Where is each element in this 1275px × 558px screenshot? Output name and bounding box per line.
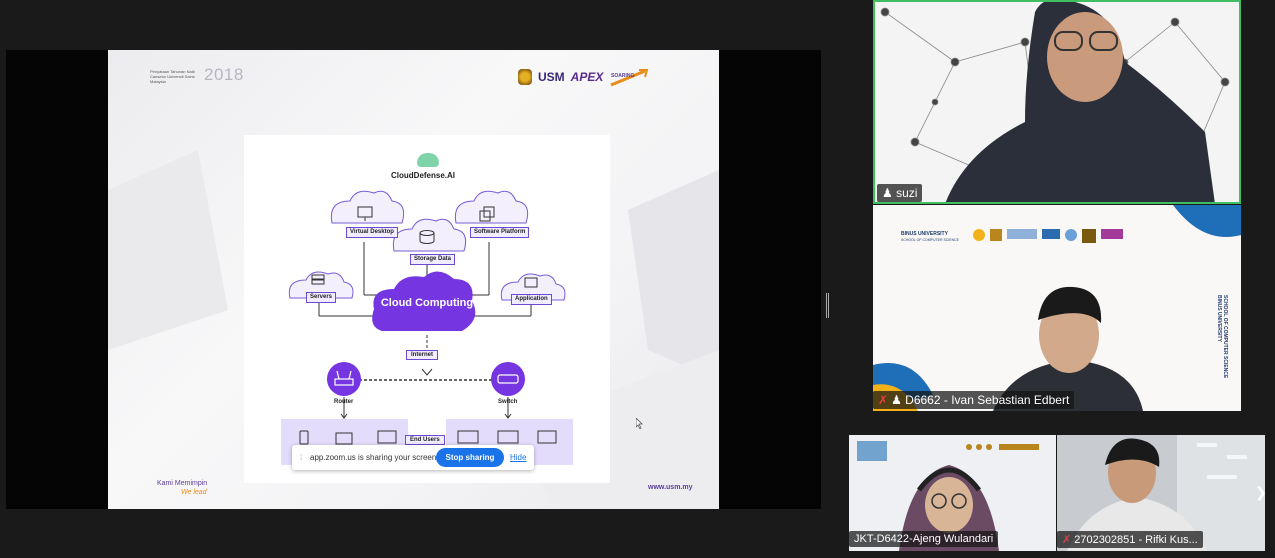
stop-sharing-button[interactable]: Stop sharing bbox=[436, 448, 504, 467]
node-end-users: End Users bbox=[405, 435, 445, 445]
video-tile-ajeng[interactable]: JKT-D6422-Ajeng Wulandari bbox=[849, 435, 1056, 551]
panel-resize-handle[interactable] bbox=[826, 293, 829, 318]
node-switch: Switch bbox=[498, 399, 518, 405]
slide-footer-left: Kami Memimpin We lead bbox=[157, 479, 207, 497]
node-storage-data: Storage Data bbox=[410, 254, 456, 265]
node-software-platform: Software Platform bbox=[470, 227, 530, 238]
diagram-brand: CloudDefense.AI bbox=[391, 171, 456, 180]
binus-side-text: SCHOOL OF COMPUTER SCIENCE BINUS UNIVERS… bbox=[1216, 295, 1228, 379]
binus-brand: BINUS UNIVERSITY bbox=[901, 231, 948, 237]
participant-name-ivan: ✗♟ D6662 - Ivan Sebastian Edbert bbox=[873, 391, 1075, 409]
slide-header-text: Penyataan Tahunan Naib Canselor Universi… bbox=[150, 69, 195, 84]
svg-text:SOARING: SOARING bbox=[611, 73, 634, 79]
node-internet: Internet bbox=[406, 350, 439, 360]
mouse-cursor-icon bbox=[636, 418, 643, 429]
participant-icon: ♟ bbox=[882, 186, 893, 200]
drag-handle-icon[interactable]: ⁞ bbox=[300, 453, 303, 462]
slide-footer-url: www.usm.my bbox=[648, 484, 693, 491]
participant-name-rifki: ✗2702302851 - Rifki Kus... bbox=[1057, 531, 1203, 548]
mic-muted-icon: ✗ bbox=[1062, 534, 1072, 546]
partner-logos bbox=[973, 229, 1123, 243]
binus-sub: SCHOOL OF COMPUTER SCIENCE bbox=[901, 238, 960, 242]
hide-share-bar-link[interactable]: Hide bbox=[510, 453, 527, 462]
slide-logos: USM APEX SOARING bbox=[518, 67, 649, 87]
share-status-text: app.zoom.us is sharing your screen. bbox=[310, 453, 439, 462]
node-virtual-desktop: Virtual Desktop bbox=[346, 227, 398, 238]
apex-logo: APEX bbox=[570, 70, 604, 84]
footer-tagline-ms: Kami Memimpin bbox=[157, 480, 208, 487]
footer-tagline-en: We lead bbox=[181, 489, 207, 496]
node-cloud-computing: Cloud Computing bbox=[380, 297, 474, 309]
next-page-chevron-icon[interactable]: ❯ bbox=[1255, 484, 1267, 500]
mic-muted-icon: ✗ bbox=[878, 393, 889, 407]
usm-logo: USM bbox=[538, 70, 565, 84]
suzi-background bbox=[880, 2, 1230, 202]
slide-year: 2018 bbox=[204, 65, 244, 84]
screen-share-notification-bar: ⁞ app.zoom.us is sharing your screen. St… bbox=[292, 445, 534, 470]
participant-name-suzi: ♟ suzi bbox=[877, 184, 923, 202]
clouddefense-logo-icon bbox=[417, 153, 439, 167]
node-servers: Servers bbox=[306, 292, 337, 303]
malaysia-crest-icon bbox=[518, 69, 532, 85]
participant-icon: ♟ bbox=[891, 393, 902, 407]
video-tile-ivan[interactable]: BINUS UNIVERSITY SCHOOL OF COMPUTER SCIE… bbox=[873, 205, 1241, 411]
soaring-logo-icon: SOARING bbox=[610, 69, 649, 87]
video-tile-suzi[interactable]: ♟ suzi bbox=[873, 0, 1241, 204]
node-application: Application bbox=[511, 294, 552, 305]
participant-name-ajeng: JKT-D6422-Ajeng Wulandari bbox=[849, 531, 999, 547]
node-router: Router bbox=[334, 399, 354, 405]
video-tile-rifki[interactable]: ✗2702302851 - Rifki Kus... bbox=[1057, 435, 1265, 551]
